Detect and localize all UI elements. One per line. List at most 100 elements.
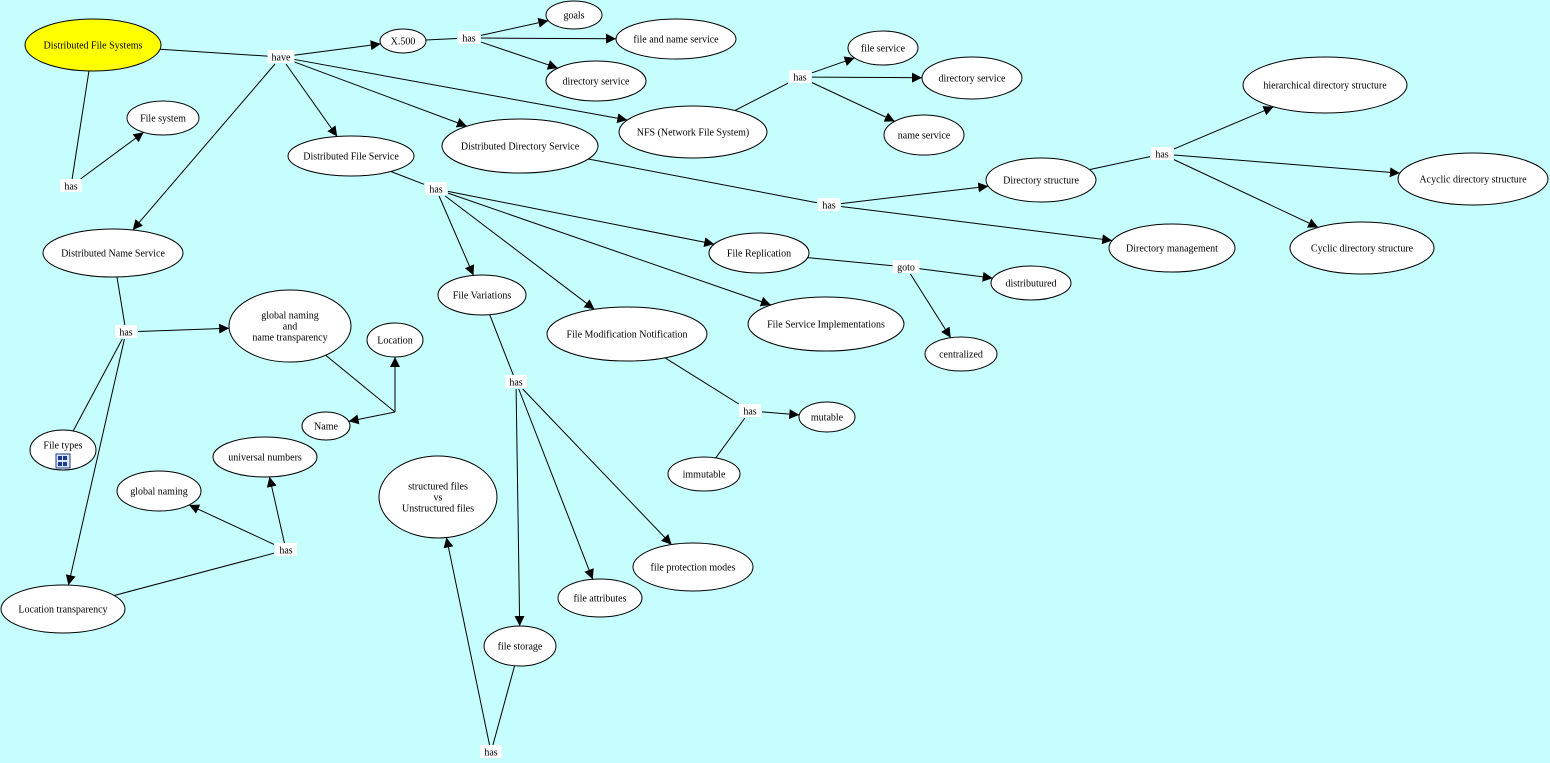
concept-hierarchical[interactable]: hierarchical directory structure (1242, 56, 1408, 114)
linking-phrase-have[interactable]: have (267, 50, 295, 64)
concept-fileandname[interactable]: file and name service (615, 18, 737, 60)
concept-label: X.500 (391, 37, 416, 48)
concept-storage[interactable]: file storage (483, 625, 557, 667)
connection-storage-to-has_storage (492, 665, 516, 746)
linking-phrase-box (480, 745, 502, 758)
concept-replication[interactable]: File Replication (708, 232, 810, 274)
concept-label: File types (43, 441, 82, 452)
concept-shape (287, 135, 415, 177)
concept-nfs_name[interactable]: name service (883, 114, 965, 156)
connection-has_x500-to-goals (480, 17, 549, 36)
concept-shape (883, 114, 965, 156)
linking-phrase-label: have (272, 53, 291, 64)
connection-has_ddir-to-dirstructure (840, 182, 989, 205)
concept-goals[interactable]: goals (545, 0, 603, 30)
linking-phrase-has_fs[interactable]: has (60, 179, 82, 193)
concept-label: Name (314, 422, 338, 433)
concept-distributed[interactable]: distributured (990, 265, 1072, 301)
resource-icon[interactable] (55, 453, 71, 469)
concept-serviceimpl[interactable]: File Service Implementations (747, 296, 905, 352)
connection-variations-to-has_variations (489, 314, 514, 376)
concept-shape (42, 228, 184, 278)
concept-immutable[interactable]: immutable (667, 456, 741, 492)
concept-dirmgmt[interactable]: Directory management (1108, 223, 1236, 273)
concept-attributes[interactable]: file attributes (557, 578, 643, 618)
concept-name[interactable]: Name (301, 411, 351, 441)
concept-centralized[interactable]: centralized (924, 336, 998, 372)
linking-phrase-has_lt[interactable]: has (275, 543, 297, 557)
concept-universal[interactable]: universal numbers (212, 436, 318, 478)
concept-globalnaming[interactable]: global naming (116, 470, 202, 512)
concept-dfservice[interactable]: Distributed File Service (287, 135, 415, 177)
concept-label: Cyclic directory structure (1311, 244, 1414, 255)
concept-shape (29, 429, 97, 471)
concept-nfs_dir[interactable]: directory service (921, 56, 1023, 100)
concept-label: Location (377, 336, 413, 347)
linking-phrase-box (892, 260, 920, 273)
connection-has_nfs-to-nfs_file (811, 56, 855, 74)
concept-label: Distributed File Systems (44, 41, 143, 52)
linking-phrase-has_variations[interactable]: has (505, 375, 527, 389)
concept-nfs[interactable]: NFS (Network File System) (618, 105, 768, 159)
concept-mutable[interactable]: mutable (798, 401, 856, 433)
concept-label: file protection modes (651, 563, 736, 574)
concept-label: file and name service (633, 35, 719, 46)
linking-phrase-has_storage[interactable]: has (480, 745, 502, 759)
concept-modnotif[interactable]: File Modification Notification (546, 306, 708, 362)
concept-shape (116, 470, 202, 512)
connection-has_dfservice-to-replication (447, 190, 715, 248)
connection-has_modnotif-to-mutable (761, 409, 800, 420)
linking-phrase-has_modnotif[interactable]: has (739, 404, 761, 418)
concept-variations[interactable]: File Variations (437, 274, 527, 316)
linking-phrase-goto[interactable]: goto (892, 260, 920, 274)
linking-phrase-has_dns[interactable]: has (115, 325, 137, 339)
concept-nfs_file[interactable]: file service (847, 30, 919, 66)
linking-phrase-has_nfs[interactable]: has (789, 70, 811, 84)
concept-dfs[interactable]: Distributed File Systems (24, 18, 162, 72)
concept-cyclic[interactable]: Cyclic directory structure (1289, 221, 1435, 275)
concept-dirstructure[interactable]: Directory structure (985, 157, 1097, 203)
connection-dirstructure-to-has_dirstruct (1089, 156, 1151, 171)
linking-phrase-box (275, 543, 297, 556)
concept-label: distributured (1005, 279, 1056, 290)
concept-location[interactable]: Location (366, 322, 424, 358)
concept-shape (212, 436, 318, 478)
concept-label: mutable (811, 413, 844, 424)
concept-label: file service (861, 44, 906, 55)
linking-phrase-label: has (462, 34, 475, 45)
linking-phrase-box (1151, 147, 1173, 160)
connection-has_dfservice-to-variations (438, 195, 475, 276)
connection-has_nfs-to-nfs_name (811, 82, 896, 122)
concept-label: vs (434, 493, 443, 504)
connection-dfs-to-has_fs (71, 70, 90, 180)
concept-x500[interactable]: X.500 (379, 28, 427, 54)
concept-filetypes[interactable]: File types (29, 429, 97, 471)
concept-shape (366, 322, 424, 358)
concept-label: File Modification Notification (566, 330, 687, 341)
concept-shape (1397, 152, 1549, 206)
connection-replication-to-goto (807, 257, 895, 267)
concept-acyclic[interactable]: Acyclic directory structure (1397, 152, 1549, 206)
linking-phrase-has_dfservice[interactable]: has (425, 182, 447, 196)
concept-ddirservice[interactable]: Distributed Directory Service (441, 118, 599, 174)
linking-phrase-has_ddir[interactable]: has (818, 198, 840, 212)
concept-shape (1108, 223, 1236, 273)
concept-label: global naming (130, 487, 188, 498)
concept-label: hierarchical directory structure (1263, 81, 1387, 92)
connection-has_variations-to-protection (522, 388, 672, 545)
connection-has_dns-to-locationtrans (65, 338, 125, 586)
concept-locationtrans[interactable]: Location transparency (0, 584, 126, 634)
concept-shape (126, 100, 200, 136)
concept-label: Location transparency (18, 605, 107, 616)
concept-filesystem[interactable]: File system (126, 100, 200, 136)
linking-phrase-box (60, 179, 82, 192)
linking-phrase-has_dirstruct[interactable]: has (1151, 147, 1173, 161)
linking-phrase-has_x500[interactable]: has (458, 31, 480, 45)
connection-has_x500-to-fileandname (480, 33, 617, 44)
concept-protection[interactable]: file protection modes (632, 542, 754, 592)
concept-label: Unstructured files (402, 504, 474, 515)
concept-dns[interactable]: Distributed Name Service (42, 228, 184, 278)
concept-dirservice1[interactable]: directory service (545, 60, 647, 102)
